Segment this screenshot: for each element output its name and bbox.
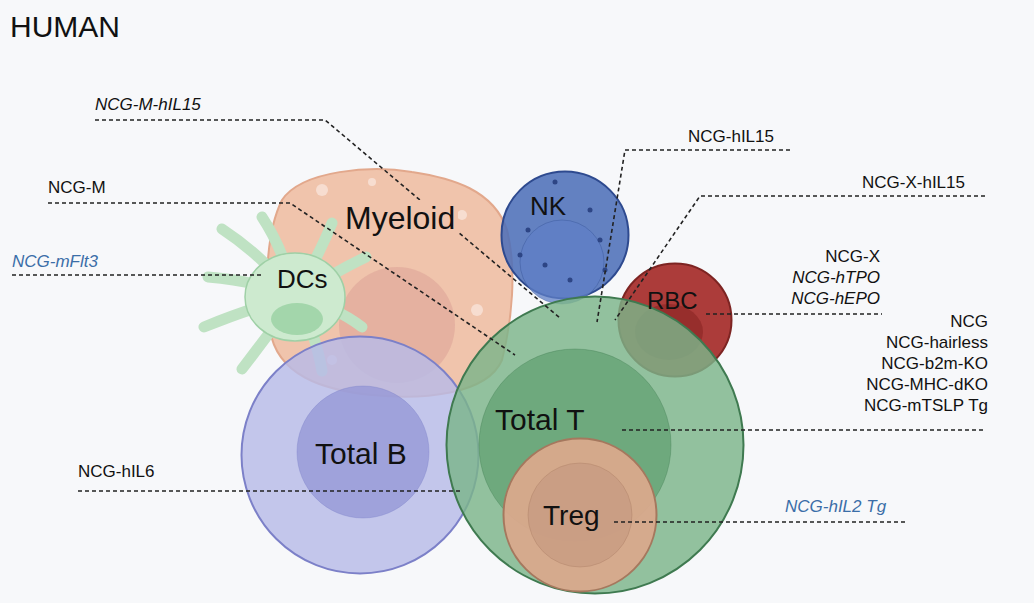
treg-circle: Treg [502,437,658,593]
cell-outline [504,439,657,592]
dc-body [245,253,345,341]
model-label: NCG-mTSLP Tg [864,396,988,416]
leader-line [597,150,790,322]
nucleus [271,303,323,335]
model-label: NCG-MHC-dKO [866,375,988,395]
leader-line [622,429,985,431]
inner-circle [297,386,429,518]
granule [598,238,603,243]
granule [543,263,548,268]
granule [518,253,523,258]
inner-circle [528,463,632,567]
nk-circle: NK [500,170,630,300]
granule [568,278,573,283]
model-label: NCG-M [48,178,106,198]
granule [457,210,467,220]
granule [368,178,376,186]
model-label: NCG-X [825,247,880,267]
cell-outline [242,337,479,574]
model-label: NCG-M-hIL15 [95,95,201,115]
model-label: NCG [950,312,988,332]
leader-line [12,274,262,276]
model-label: NCG-hIL6 [78,462,155,482]
cell-outline [447,297,744,594]
granule [553,180,558,185]
granule [471,304,483,316]
cell-shape [500,170,630,300]
leader-line [95,120,560,318]
inner-circle [520,220,604,304]
granule [588,208,593,213]
model-label: NCG-hIL15 [688,127,774,147]
cell-label: Total T [495,403,585,438]
cell-label: DCs [277,265,328,295]
cell-label: Total B [315,437,407,472]
t-cell-circle: Total T Treg [445,295,745,595]
model-label: NCG-hEPO [791,289,880,309]
model-label: NCG-hTPO [792,268,880,288]
model-label: NCG-hIL2 Tg [785,497,886,517]
leader-line [614,521,905,523]
leader-line [78,490,460,492]
b-cell-circle: Total B [240,335,480,575]
leader-line [48,203,515,355]
granule [526,228,531,233]
model-label: NCG-mFlt3 [12,252,98,272]
model-label: NCG-b2m-KO [881,354,988,374]
cell-label: RBC [647,287,698,315]
leader-line [615,196,985,320]
model-label: NCG-hairless [886,333,988,353]
model-label: NCG-X-hIL15 [862,173,965,193]
cell-label: NK [530,192,566,222]
diagram-title: HUMAN [10,10,120,44]
cell-label: Treg [543,500,600,532]
granule [316,184,328,196]
cell-label: Myeloid [342,200,458,237]
leader-line [706,313,882,315]
